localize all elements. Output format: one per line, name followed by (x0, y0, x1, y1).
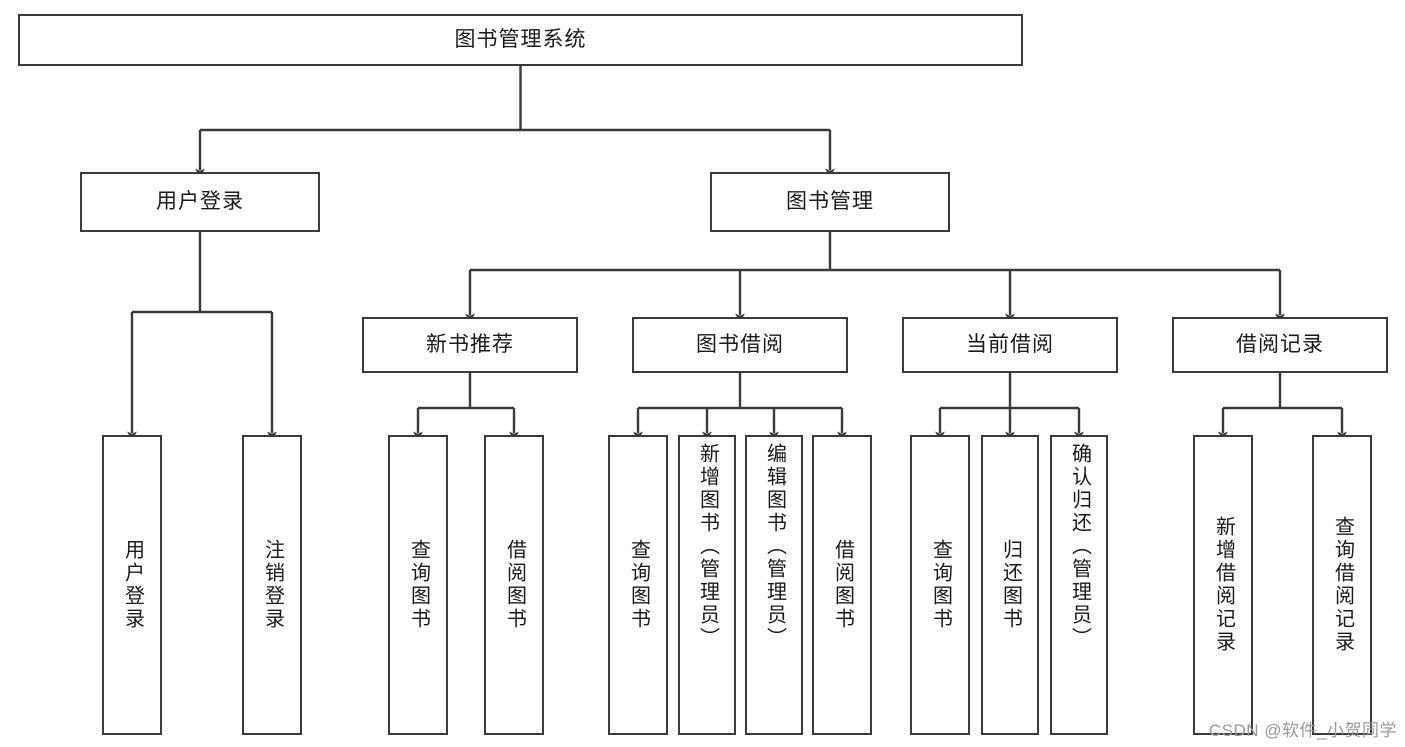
node-label: 查询借阅记录 (1331, 516, 1354, 654)
node-label: 新书推荐 (426, 333, 514, 357)
node-label: 注销登录 (261, 539, 284, 631)
level2-node-1[interactable]: 图书管理 (710, 172, 950, 232)
leaf-node-6[interactable]: 编辑图书（管理员） (745, 435, 803, 735)
node-label: 用户登录 (121, 539, 144, 631)
node-label: 借阅记录 (1236, 333, 1324, 357)
level3-node-3[interactable]: 借阅记录 (1172, 317, 1388, 373)
leaf-node-0[interactable]: 用户登录 (102, 435, 162, 735)
leaf-node-11[interactable]: 新增借阅记录 (1193, 435, 1253, 735)
level3-node-0[interactable]: 新书推荐 (362, 317, 578, 373)
node-label: 新增借阅记录 (1212, 516, 1235, 654)
node-label: 查询图书 (407, 539, 430, 631)
leaf-node-4[interactable]: 查询图书 (608, 435, 668, 735)
leaf-node-5[interactable]: 新增图书（管理员） (678, 435, 736, 735)
leaf-node-3[interactable]: 借阅图书 (484, 435, 544, 735)
leaf-node-8[interactable]: 查询图书 (910, 435, 970, 735)
node-label: 借阅图书 (503, 539, 526, 631)
node-label: 当前借阅 (966, 333, 1054, 357)
leaf-node-10[interactable]: 确认归还（管理员） (1050, 435, 1108, 735)
node-label: 图书借阅 (696, 333, 784, 357)
node-label: 图书管理系统 (454, 28, 587, 52)
leaf-node-12[interactable]: 查询借阅记录 (1312, 435, 1372, 735)
node-label: 归还图书 (999, 539, 1022, 631)
node-label: 图书管理 (786, 190, 874, 214)
leaf-node-2[interactable]: 查询图书 (388, 435, 448, 735)
watermark-text: CSDN @软件_小贺同学 (1208, 721, 1397, 740)
leaf-node-1[interactable]: 注销登录 (242, 435, 302, 735)
node-label: 编辑图书（管理员） (763, 443, 786, 650)
node-label: 查询图书 (929, 539, 952, 631)
level3-node-2[interactable]: 当前借阅 (902, 317, 1118, 373)
level3-node-1[interactable]: 图书借阅 (632, 317, 848, 373)
node-label: 确认归还（管理员） (1068, 443, 1091, 650)
leaf-node-7[interactable]: 借阅图书 (812, 435, 872, 735)
node-label: 借阅图书 (831, 539, 854, 631)
root-node-book-management-system[interactable]: 图书管理系统 (18, 14, 1023, 66)
leaf-node-9[interactable]: 归还图书 (981, 435, 1039, 735)
node-label: 查询图书 (627, 539, 650, 631)
level2-node-0[interactable]: 用户登录 (80, 172, 320, 232)
node-label: 新增图书（管理员） (696, 443, 719, 650)
node-label: 用户登录 (156, 190, 244, 214)
